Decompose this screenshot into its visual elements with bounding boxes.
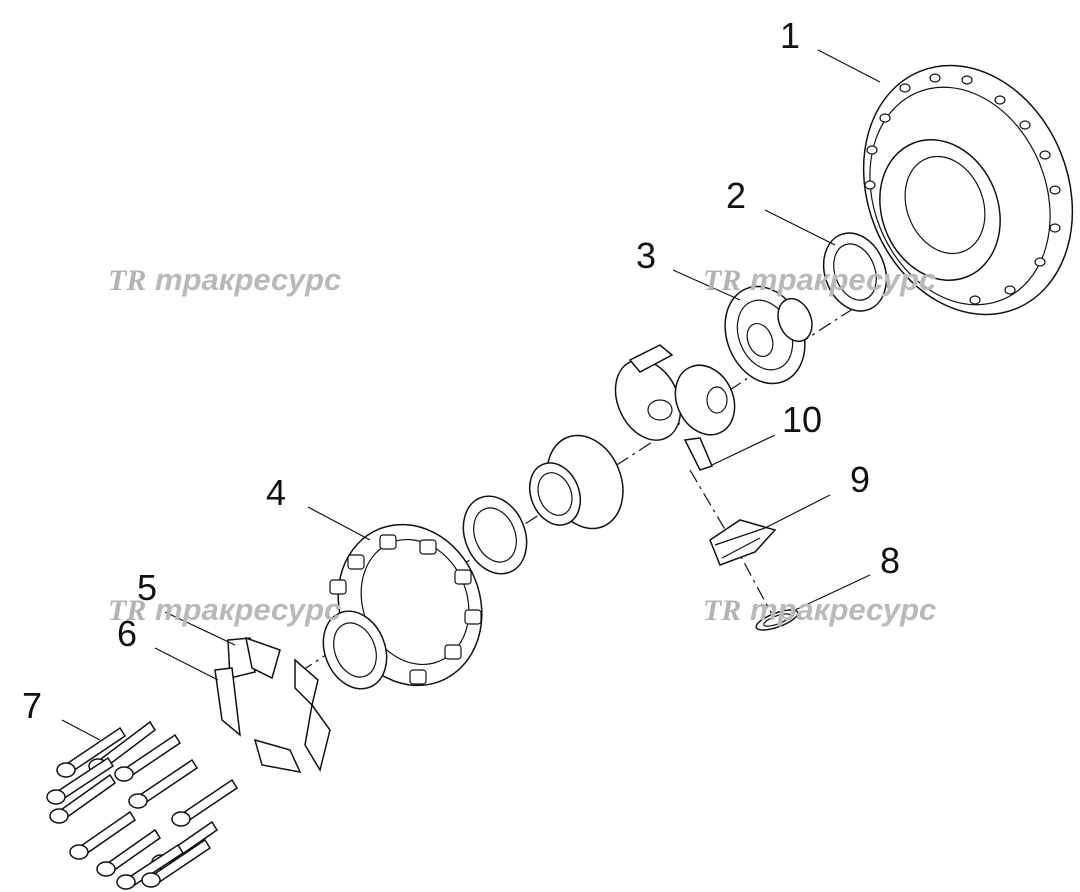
watermark-logo: TR <box>108 594 146 627</box>
callout-7: 7 <box>22 685 42 726</box>
part-3-side-gear <box>724 285 813 385</box>
part-9-pinion-gear <box>709 519 777 566</box>
assembly-axis <box>299 284 891 673</box>
leader-lines <box>61 49 881 741</box>
callout-9: 9 <box>850 459 870 500</box>
part-2-thrust-washer <box>822 232 888 312</box>
part-5-6-shim-plates <box>214 636 331 773</box>
watermark-text: тракресурс <box>750 262 936 297</box>
part-10-spider-cross <box>614 344 736 471</box>
watermark-mid-right: TR тракресурс <box>703 592 936 627</box>
spider-axis <box>689 469 776 621</box>
thrust-washer-left <box>462 495 528 575</box>
watermark-right-top: TR тракресурс <box>703 262 936 297</box>
callout-5: 5 <box>137 567 157 608</box>
watermark-text: тракресурс <box>155 262 341 297</box>
watermark-left: TR тракресурс <box>108 262 341 297</box>
watermark-mid-left: TR тракресурс <box>108 592 341 627</box>
part-7-bolts <box>46 720 239 890</box>
watermark-logo: TR <box>703 264 741 297</box>
side-gear-left <box>528 434 624 530</box>
watermark-text: тракресурс <box>155 592 341 627</box>
part-4-differential-case <box>322 523 483 690</box>
callout-1: 1 <box>780 15 800 56</box>
callout-3: 3 <box>636 235 656 276</box>
part-8-pinion-washer <box>755 609 799 631</box>
part-1-flange-housing <box>862 64 1074 316</box>
callout-2: 2 <box>726 175 746 216</box>
callout-8: 8 <box>880 540 900 581</box>
callout-6: 6 <box>117 613 137 654</box>
callout-10: 10 <box>782 399 822 440</box>
watermark-logo: TR <box>108 264 146 297</box>
callout-4: 4 <box>266 472 286 513</box>
watermark-logo: TR <box>703 594 741 627</box>
watermark-text: тракресурс <box>750 592 936 627</box>
